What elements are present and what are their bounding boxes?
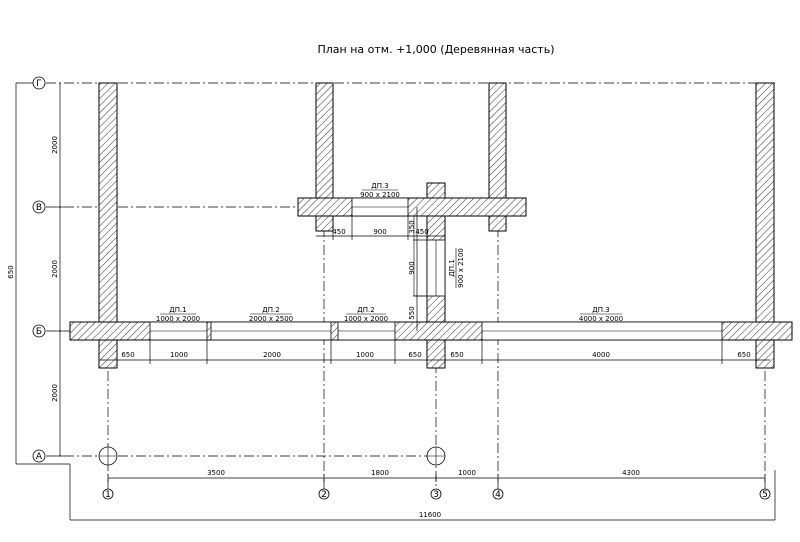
dim-wall-6: 650 [450, 351, 463, 359]
axis-letter-b: Б [36, 327, 42, 337]
wall-dimension-line: 650 1000 2000 1000 650 650 4000 650 [100, 340, 770, 364]
axis-letter-a: А [36, 452, 43, 462]
dim-wall-7: 4000 [592, 351, 610, 359]
dim-vert-1: 350 [408, 220, 416, 233]
dim-wall-5: 650 [408, 351, 421, 359]
wall-axis-1 [98, 82, 118, 369]
axis-letter-g: Г [36, 79, 42, 89]
number-axis-markers: 1 2 3 4 5 [102, 488, 771, 500]
axis-number-1: 1 [105, 490, 111, 500]
opening-label-dp3u-size: 900 x 2100 [360, 191, 400, 199]
letter-axis-markers: Г В Б А [32, 76, 46, 463]
opening-labels: ДП.1 1000 x 2000 ДП.2 2000 x 2500 ДП.2 1… [156, 182, 623, 323]
opening-label-dp3-name: ДП.3 [592, 306, 609, 314]
dim-wall-8: 650 [737, 351, 750, 359]
dim-left-1: 2000 [51, 136, 59, 154]
opening-label-dp3u-name: ДП.3 [371, 182, 388, 190]
vertical-dimension-line: 350 900 550 [408, 207, 427, 331]
column-markers [98, 446, 446, 466]
opening-label-dp2-name: ДП.2 [262, 306, 279, 314]
axis-number-2: 2 [321, 490, 327, 500]
dim-vert-2: 900 [408, 261, 416, 274]
dim-left-3: 2000 [51, 384, 59, 402]
dim-upper-1: 450 [332, 228, 345, 236]
dim-upper-3: 450 [415, 228, 428, 236]
opening-label-dp2b-name: ДП.2 [357, 306, 374, 314]
wall-axis-5 [755, 82, 775, 369]
axis-number-4: 4 [495, 490, 501, 500]
dim-wall-3: 2000 [263, 351, 281, 359]
opening-label-dp3-size: 4000 x 2000 [579, 315, 623, 323]
dim-left-total: 650 [7, 265, 15, 278]
dim-wall-4: 1000 [356, 351, 374, 359]
opening-details [150, 206, 722, 332]
dim-bottom-2: 1800 [371, 469, 389, 477]
wall-axis-4 [488, 82, 507, 232]
dim-bottom-3: 1000 [458, 469, 476, 477]
dim-bottom-total: 11600 [419, 511, 441, 519]
opening-label-dp1-name: ДП.1 [169, 306, 186, 314]
dim-bottom-4: 4300 [622, 469, 640, 477]
axis-number-5: 5 [762, 490, 768, 500]
opening-label-dp1v-size: 900 x 2100 [457, 248, 465, 288]
opening-label-dp2-size: 2000 x 2500 [249, 315, 293, 323]
upper-dimension-line: 450 900 450 [316, 216, 445, 240]
dim-left-2: 2000 [51, 260, 59, 278]
opening-label-dp1v-name: ДП.1 [448, 259, 456, 276]
plan-title: План на отм. +1,000 (Деревянная часть) [317, 43, 554, 56]
wall-axis-v [297, 197, 527, 217]
dim-wall-2: 1000 [170, 351, 188, 359]
left-dimension-lines: 650 2000 2000 2000 [7, 82, 70, 465]
opening-label-dp2b-size: 1000 x 2000 [344, 315, 388, 323]
opening-label-dp1-size: 1000 x 2000 [156, 315, 200, 323]
axis-number-3: 3 [433, 490, 439, 500]
dim-wall-1: 650 [121, 351, 134, 359]
dim-bottom-1: 3500 [207, 469, 225, 477]
bottom-dimension-lines: 3500 1800 1000 4300 11600 [69, 464, 776, 521]
dim-upper-2: 900 [373, 228, 386, 236]
dim-vert-3: 550 [408, 306, 416, 319]
wall-axis-2 [315, 82, 334, 232]
axis-letter-v: В [36, 203, 42, 213]
